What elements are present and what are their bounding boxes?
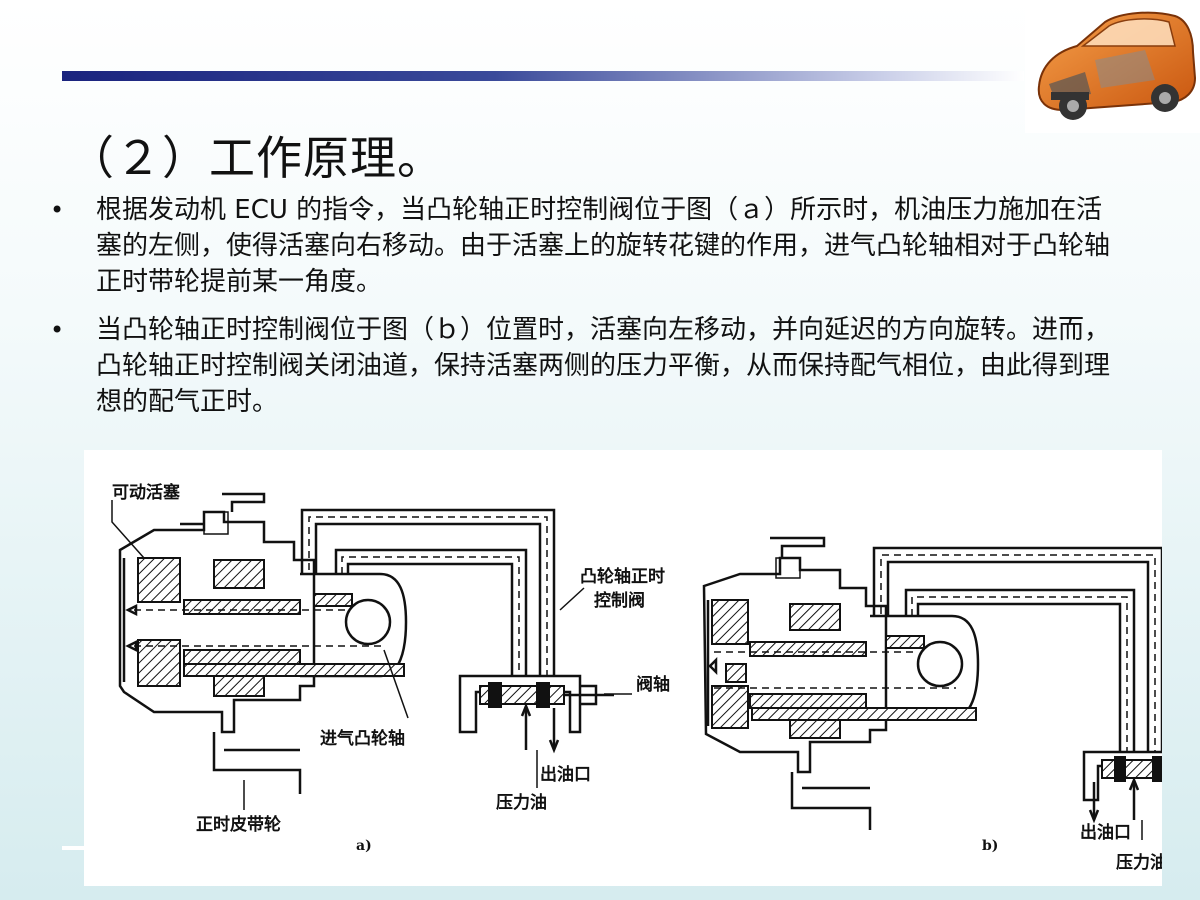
label-movable-piston: 可动活塞 <box>112 482 181 503</box>
slide-title: （２）工作原理。 <box>68 131 444 185</box>
label-intake-camshaft: 进气凸轮轴 <box>320 728 405 749</box>
label-timing-pulley: 正时皮带轮 <box>196 814 281 835</box>
bullet-text: 当凸轮轴正时控制阀位于图（ｂ）位置时，活塞向左移动，并向延迟的方向旋转。进而，凸… <box>96 315 1111 417</box>
caption-a: a) <box>356 838 372 854</box>
bullet-text: 根据发动机 ECU 的指令，当凸轮轴正时控制阀位于图（ａ）所示时，机油压力施加在… <box>96 195 1111 297</box>
bullet-marker: • <box>50 196 65 224</box>
label-pressure-oil-b: 压力油 <box>1116 852 1162 873</box>
bullet-marker: • <box>50 316 65 344</box>
bullet-item: • 根据发动机 ECU 的指令，当凸轮轴正时控制阀位于图（ａ）所示时，机油压力施… <box>40 192 1120 300</box>
car-cutaway-icon <box>1025 0 1200 133</box>
label-pressure-oil-a: 压力油 <box>496 792 547 813</box>
bullet-item: • 当凸轮轴正时控制阀位于图（ｂ）位置时，活塞向左移动，并向延迟的方向旋转。进而… <box>40 312 1120 420</box>
label-oil-outlet-b: 出油口 <box>1080 822 1131 843</box>
label-valve-shaft: 阀轴 <box>636 674 670 695</box>
label-control-valve-line1: 凸轮轴正时 <box>580 566 665 587</box>
diagram-b: 出油口 压力油 b) <box>702 536 1162 873</box>
label-oil-outlet-a: 出油口 <box>540 764 591 785</box>
label-control-valve-line2: 控制阀 <box>594 590 645 611</box>
footer-divider <box>62 846 84 850</box>
vvt-diagram-figure: 可动活塞 凸轮轴正时 控制阀 阀轴 进气凸轮轴 出油口 压力油 正时皮带轮 a) <box>84 450 1162 886</box>
bullet-list: • 根据发动机 ECU 的指令，当凸轮轴正时控制阀位于图（ａ）所示时，机油压力施… <box>40 192 1120 432</box>
title-accent-bar <box>62 71 1024 81</box>
caption-b: b) <box>982 838 998 854</box>
diagram-a: 可动活塞 凸轮轴正时 控制阀 阀轴 进气凸轮轴 出油口 压力油 正时皮带轮 a) <box>111 482 670 854</box>
